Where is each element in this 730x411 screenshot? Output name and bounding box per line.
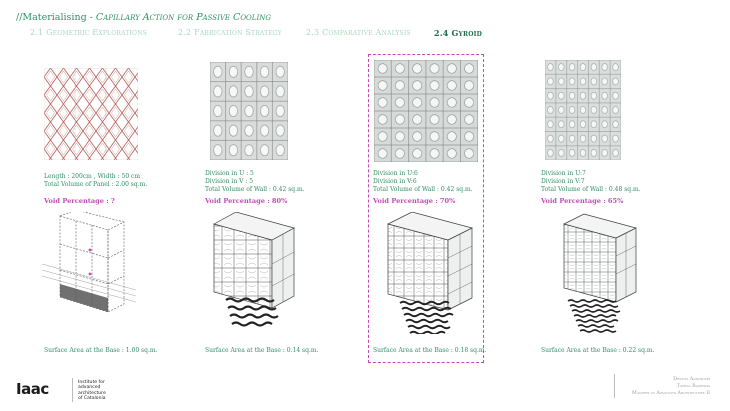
u6-base-wave-image bbox=[399, 300, 454, 334]
iaac-logo: Iaac bbox=[16, 380, 49, 398]
u7-base-wave-image bbox=[567, 299, 621, 333]
panel-3-spec: Division in U:6 Division in V:6 Total Vo… bbox=[373, 170, 473, 193]
gyroid-u5-elevation-image bbox=[210, 62, 288, 160]
gyroid-u6-axonometric-image bbox=[387, 212, 473, 311]
tab-gyroid[interactable]: 2.4 Gyroid bbox=[434, 28, 483, 38]
panel-1-surface-area: Surface Area at the Base : 1.00 sq.m. bbox=[44, 347, 158, 354]
u5-base-wave-image bbox=[225, 297, 279, 327]
gyroid-u5-axonometric-image bbox=[213, 212, 295, 309]
section-tabs: 2.1 Geometric Explorations 2.2 Fabricati… bbox=[0, 28, 730, 40]
author-credits: Dhyana Agnihotri Tapras Ramesha Masters … bbox=[631, 377, 710, 396]
selected-panel-outline bbox=[368, 54, 484, 363]
credits-divider bbox=[614, 374, 615, 398]
gyroid-u7-axonometric-image bbox=[563, 213, 637, 303]
panel-2-void-percentage: Void Percentage : 80% bbox=[205, 197, 288, 205]
institute-name: Institute for advanced architecture of C… bbox=[78, 380, 106, 401]
lattice-pattern-image bbox=[44, 68, 138, 160]
panel-2-surface-area: Surface Area at the Base : 0.14 sq.m. bbox=[205, 347, 319, 354]
gyroid-u7-elevation-image bbox=[545, 60, 621, 160]
tab-fabrication-strategy[interactable]: 2.2 Fabrication Strategy bbox=[178, 28, 282, 37]
panel-4-spec: Division in U:7 Division in V:7 Total Vo… bbox=[541, 170, 641, 193]
page-title: //Materialising - Capillary Action for P… bbox=[16, 12, 271, 23]
panel-3-surface-area: Surface Area at the Base : 0.18 sq.m. bbox=[373, 347, 487, 354]
gyroid-u6-elevation-image bbox=[374, 60, 478, 162]
panel-2-spec: Division in U : 5 Division in V : 5 Tota… bbox=[205, 170, 305, 193]
panel-3-void-percentage: Void Percentage : 70% bbox=[373, 197, 456, 205]
title-prefix: //Materialising - bbox=[16, 12, 96, 23]
panel-1-spec: Length : 200cm , Width : 50 cm Total Vol… bbox=[44, 173, 148, 188]
tab-comparative-analysis[interactable]: 2.3 Comparative Analysis bbox=[306, 28, 411, 37]
panel-4-surface-area: Surface Area at the Base : 0.22 sq.m. bbox=[541, 347, 655, 354]
tab-geometric-explorations[interactable]: 2.1 Geometric Explorations bbox=[30, 28, 147, 37]
logo-divider bbox=[72, 378, 73, 402]
panel-1-void-percentage: Void Percentage : ? bbox=[44, 197, 115, 205]
panel-4-void-percentage: Void Percentage : 65% bbox=[541, 197, 624, 205]
title-subtitle: Capillary Action for Passive Cooling bbox=[95, 12, 271, 23]
panel-axonometric-image bbox=[41, 212, 137, 313]
